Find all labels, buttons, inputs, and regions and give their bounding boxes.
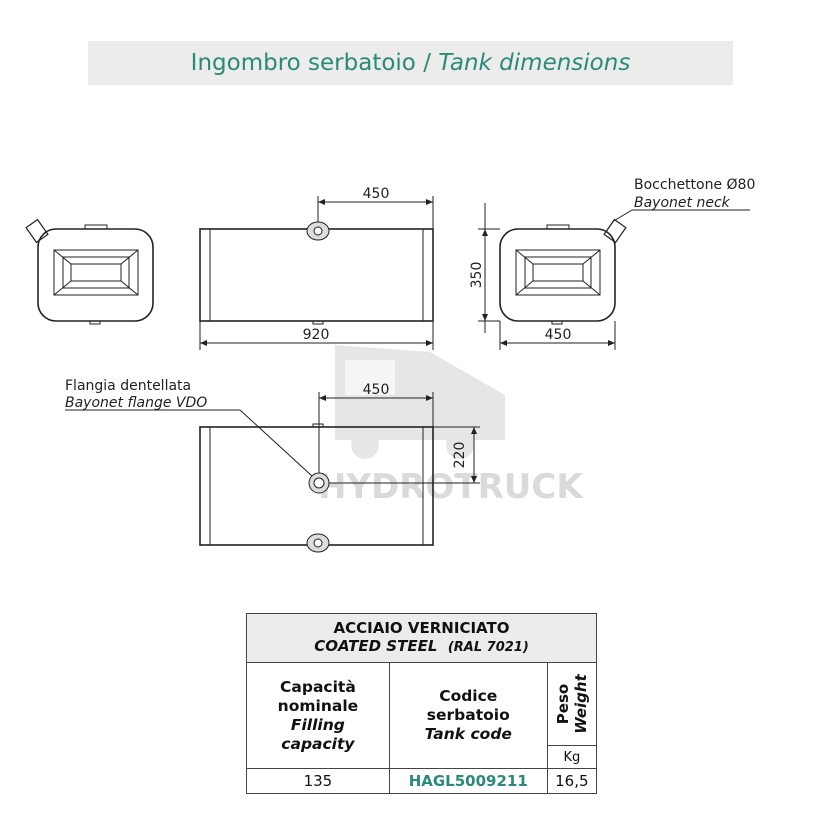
capacity-label-it-1: Capacità	[280, 677, 356, 696]
code-label-it-2: serbatoio	[426, 706, 510, 724]
capacity-header: Capacità nominale Filling capacity	[246, 662, 390, 769]
weight-value: 16,5	[546, 768, 598, 794]
watermark: HYDROTRUCK	[318, 345, 584, 507]
code-header: Codice serbatoio Tank code	[388, 662, 548, 769]
capacity-value: 135	[246, 768, 390, 794]
table-row: 135 HAGL5009211 16,5	[246, 768, 598, 794]
plan-view	[199, 423, 434, 553]
title-italian: Ingombro serbatoio /	[190, 50, 431, 76]
weight-header: Peso Weight	[546, 662, 598, 746]
right-end-view	[499, 218, 627, 325]
technical-drawing: HYDROTRUCK	[25, 177, 755, 553]
side-view	[199, 221, 434, 325]
code-label-it-1: Codice	[439, 687, 498, 705]
material-italian: ACCIAIO VERNICIATO	[333, 619, 510, 637]
watermark-text: HYDROTRUCK	[318, 467, 584, 507]
neck-label-italian: Bocchettone Ø80	[634, 177, 755, 193]
capacity-label-en-2: capacity	[281, 734, 355, 753]
dim-flange-offset: 450	[363, 382, 390, 398]
capacity-label-en-1: Filling	[290, 715, 345, 734]
title-english: Tank dimensions	[438, 50, 631, 76]
ral-code: (RAL 7021)	[447, 640, 529, 655]
left-end-view	[25, 218, 154, 325]
flange-label-english: Bayonet flange VDO	[65, 395, 207, 411]
tank-code-value: HAGL5009211	[388, 768, 548, 794]
code-label-en: Tank code	[424, 725, 512, 743]
spec-table: ACCIAIO VERNICIATO COATED STEEL (RAL 702…	[246, 613, 598, 794]
dim-width: 450	[545, 327, 572, 343]
material-header: ACCIAIO VERNICIATO COATED STEEL (RAL 702…	[246, 613, 597, 663]
material-english: COATED STEEL	[314, 637, 438, 655]
dim-neck-offset: 450	[363, 186, 390, 202]
weight-unit: Kg	[546, 745, 598, 769]
dim-flange-height: 220	[452, 442, 468, 469]
dim-height: 350	[469, 262, 485, 289]
neck-label-english: Bayonet neck	[634, 195, 731, 211]
dim-length: 920	[303, 327, 330, 343]
capacity-label-it-2: nominale	[277, 696, 359, 715]
weight-label-en: Weight	[571, 674, 590, 734]
flange-label-italian: Flangia dentellata	[65, 378, 191, 394]
weight-label-it: Peso	[553, 683, 572, 725]
page-title: Ingombro serbatoio / Tank dimensions	[88, 41, 733, 85]
